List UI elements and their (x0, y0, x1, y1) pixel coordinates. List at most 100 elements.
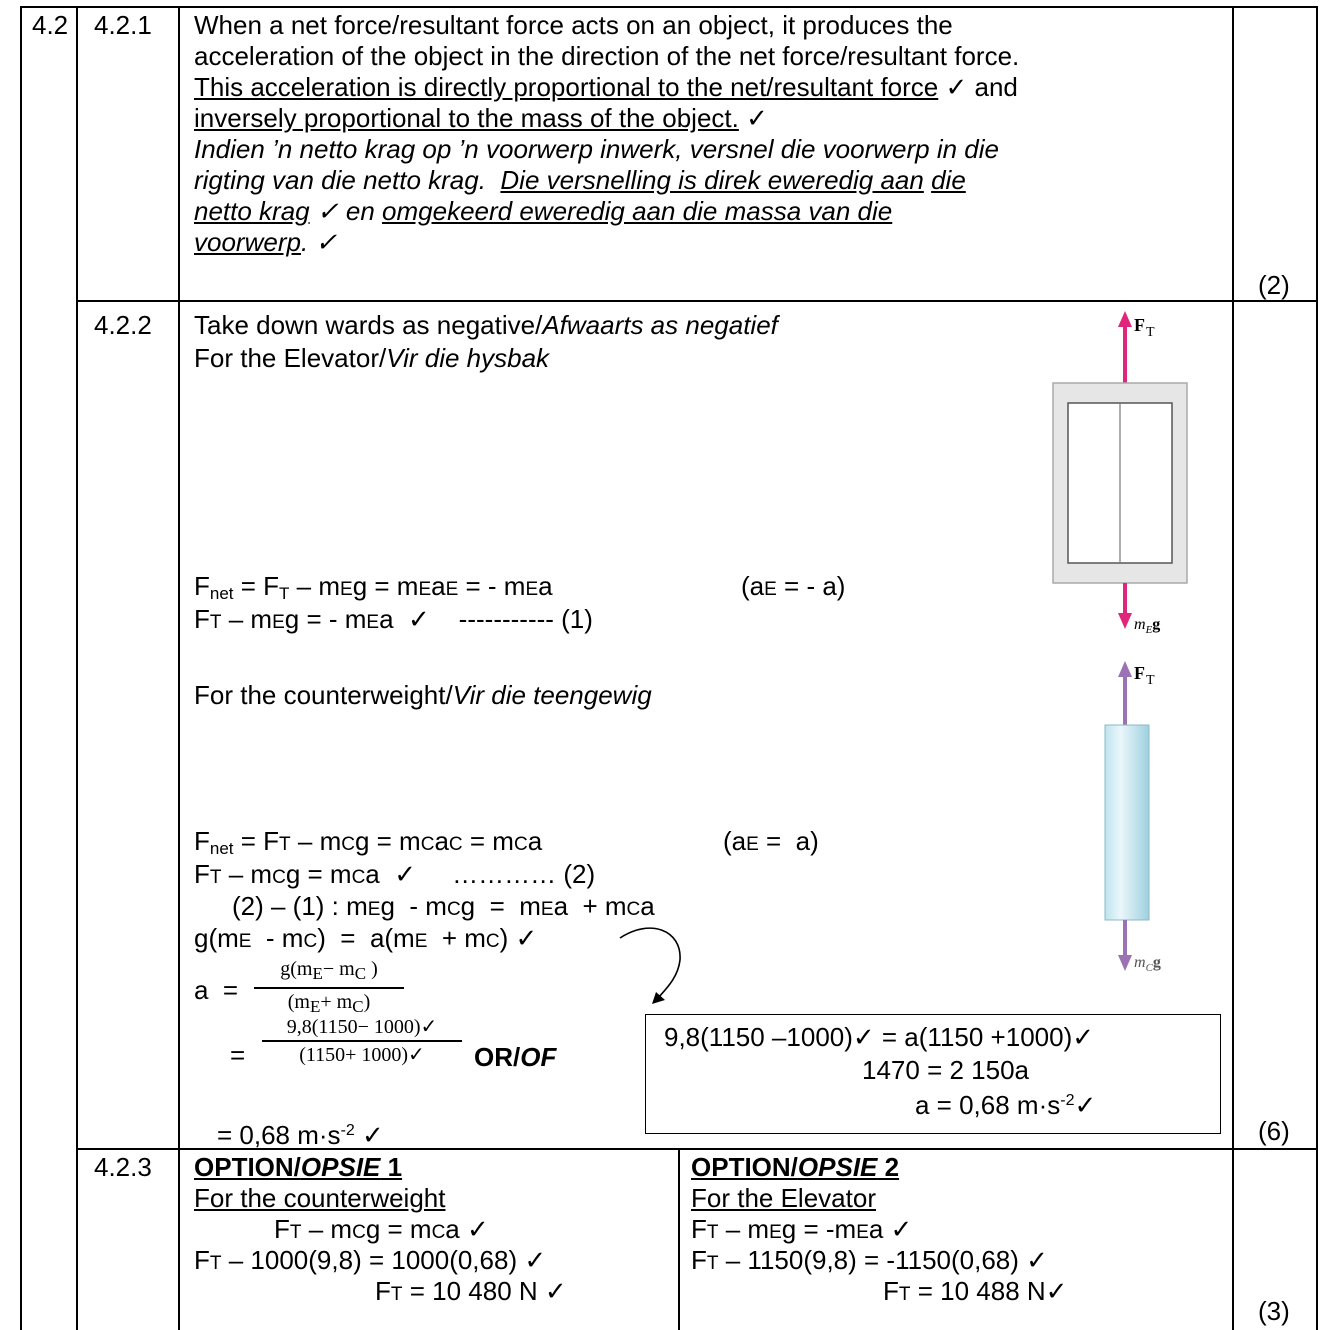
acceleration-result-text: = 0,68 m·s (217, 1120, 341, 1150)
sign-convention-en: Take down wards as negative/ (194, 310, 543, 340)
counterweight-equation-1: Fnet = FT – mCg = mCaC = mCa (194, 826, 543, 858)
symbolic-fraction-denominator: (mE+ mC) (287, 990, 371, 1016)
box-line-1: 9,8(1150 –1000)✓ = a(1150 +1000)✓ (664, 1022, 1095, 1052)
subquestion-number-422: 4.2.2 (94, 310, 152, 340)
elevator-condition: (aE = - a) (741, 571, 846, 601)
option-2-heading: OPTION/OPSIE 2 (691, 1152, 899, 1182)
sign-convention: Take down wards as negative/Afwaarts as … (194, 310, 778, 340)
option-1-result: = 10 480 N ✓ (402, 1276, 567, 1306)
afrikaans-line-4: voorwerp. ✓ (194, 227, 337, 257)
counterweight-tension-label: F (1134, 663, 1145, 683)
option-1-line-2: FT – 1000(9,8) = 1000(0,68) ✓ (194, 1245, 547, 1275)
afrikaans-underlined-2b: Die versnelling is direk eweredig aan (500, 165, 924, 195)
definition-line-4: inversely proportional to the mass of th… (194, 103, 768, 133)
afrikaans-text-2c (924, 165, 931, 195)
afrikaans-underlined-2d: die (931, 165, 966, 195)
counterweight-heading: For the counterweight/Vir die teengewig (194, 680, 652, 710)
option-2-line-2: FT – 1150(9,8) = -1150(0,68) ✓ (691, 1245, 1048, 1275)
table-border-left (20, 6, 22, 1330)
force-diagram: F T mEg F T mCg (1052, 311, 1188, 974)
afrikaans-text-3b: ✓ en (309, 196, 383, 226)
definition-tick-1: ✓ and (938, 72, 1018, 102)
afrikaans-line-3: netto krag ✓ en omgekeerd eweredig aan d… (194, 196, 892, 226)
subtract-equations: (2) – (1) : mEg - mCg = mEa + mCa (232, 891, 655, 921)
table-row-divider-2 (76, 1148, 1318, 1150)
elevator-tension-arrow (1118, 311, 1132, 383)
elevator-equation-2: FT – mEg = - mEa ✓ ----------- (1) (194, 604, 593, 634)
table-border-right (1316, 6, 1318, 1330)
counterweight-equation-2: FT – mCg = mCa ✓ ………… (2) (194, 859, 596, 889)
option-1-line-1: FT – mCg = mCa ✓ (274, 1214, 489, 1244)
marks-422: (6) (1258, 1116, 1290, 1146)
acceleration-result-exp: -2 (340, 1122, 355, 1139)
counterweight-heading-en: For the counterweight/ (194, 680, 453, 710)
elevator-heading-af: Vir die hysbak (386, 343, 550, 373)
marks-421: (2) (1258, 270, 1290, 300)
table-row-divider-1 (76, 300, 1318, 302)
numeric-fraction-denominator: (1150+ 1000)✓ (299, 1043, 425, 1066)
option-2-line-3: FT = 10 488 N✓ (883, 1276, 1068, 1306)
subquestion-number-421: 4.2.1 (94, 10, 152, 40)
table-col-3 (1232, 6, 1234, 1330)
definition-tick-2: ✓ (738, 103, 768, 133)
option-2-heading-b: OPSIE (797, 1152, 878, 1182)
counterweight-condition: (aE = a) (723, 826, 819, 856)
option-1-heading: OPTION/OPSIE 1 (194, 1152, 402, 1182)
option-2-heading-c: 2 (877, 1152, 900, 1182)
afrikaans-underlined-3c: omgekeerd eweredig aan die massa van die (382, 196, 893, 226)
elevator-weight-arrow (1118, 583, 1132, 629)
factored-equation: g(mE - mC) = a(mE + mC) ✓ (194, 923, 538, 953)
counterweight-weight-label: mCg (1134, 954, 1161, 974)
definition-line-2: acceleration of the object in the direct… (194, 41, 1020, 71)
symbolic-fraction-numerator: g(mE− mC ) (280, 958, 378, 983)
elevator-tension-label: F (1134, 315, 1145, 335)
sign-convention-af: Afwaarts as negatief (542, 310, 778, 340)
counterweight-weight-arrow (1118, 920, 1132, 971)
numeric-fraction-numerator: 9,8(1150− 1000)✓ (286, 1016, 438, 1038)
subquestion-number-423: 4.2.3 (94, 1152, 152, 1182)
option-2-result: = 10 488 N✓ (910, 1276, 1068, 1306)
question-number: 4.2 (32, 10, 69, 40)
elevator-car (1052, 382, 1188, 584)
acceleration-result: = 0,68 m·s-2 ✓ (217, 1116, 384, 1150)
counterweight-heading-af: Vir die teengewig (452, 680, 652, 710)
elevator-weight-label: mEg (1134, 616, 1160, 636)
box-line-2: 1470 = 2 150a (862, 1055, 1029, 1085)
symbolic-fraction-bar (254, 987, 404, 989)
svg-text:T: T (1146, 325, 1155, 340)
elevator-heading: For the Elevator/Vir die hysbak (194, 343, 549, 373)
option-1-heading-c: 1 (380, 1152, 403, 1182)
numeric-fraction: 9,8(1150− 1000)✓ (1150+ 1000)✓ (262, 1016, 462, 1066)
or-label-en: OR/ (474, 1042, 521, 1072)
option-2-heading-a: OPTION/ (691, 1152, 798, 1182)
option-2-line-2-values: 1150(9,8) = -1150(0,68) ✓ (747, 1245, 1048, 1275)
svg-text:T: T (1146, 673, 1155, 688)
symbolic-fraction: g(mE− mC ) (mE+ mC) (254, 958, 404, 1018)
option-1-heading-a: OPTION/ (194, 1152, 301, 1182)
box-line-3-exp: -2 (1060, 1092, 1075, 1109)
table-option-divider (678, 1148, 680, 1330)
marks-423: (3) (1258, 1296, 1290, 1326)
elevator-heading-en: For the Elevator/ (194, 343, 387, 373)
option-1-line-2-values: 1000(9,8) = 1000(0,68) ✓ (250, 1245, 547, 1275)
afrikaans-text-4b: . ✓ (300, 227, 338, 257)
curved-arrow (619, 927, 681, 1004)
counterweight-block (1104, 724, 1150, 921)
option-1-heading-b: OPSIE (300, 1152, 381, 1182)
afrikaans-line-1: Indien ’n netto krag op ’n voorwerp inwe… (194, 134, 999, 164)
box-line-3: a = 0,68 m·s-2✓ (915, 1086, 1096, 1120)
definition-underlined-2: inversely proportional to the mass of th… (194, 103, 739, 133)
numeric-fraction-bar (262, 1040, 462, 1042)
definition-underlined-1: This acceleration is directly proportion… (194, 72, 939, 102)
table-col-2 (178, 6, 180, 1330)
afrikaans-underlined-3a: netto krag (194, 196, 310, 226)
definition-line-1: When a net force/resultant force acts on… (194, 10, 953, 40)
option-1-subheading: For the counterweight (194, 1183, 446, 1213)
equals-sign-2: = (230, 1040, 246, 1070)
table-border-top (20, 6, 1318, 8)
alternative-calculation-box (645, 1014, 1221, 1134)
afrikaans-line-2: rigting van die netto krag. Die versnell… (194, 165, 966, 195)
elevator-equation-1: Fnet = FT – mEg = mEaE = - mEa (194, 571, 553, 603)
afrikaans-text-2a: rigting van die netto krag. (194, 165, 501, 195)
afrikaans-underlined-4a: voorwerp (194, 227, 301, 257)
